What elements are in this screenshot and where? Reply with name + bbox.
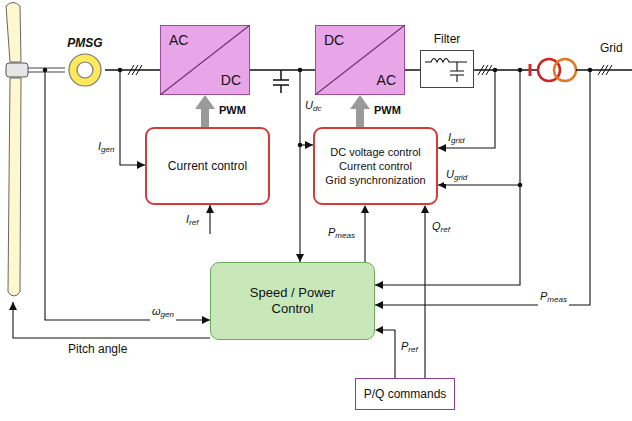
dc-link-capacitor [273, 70, 289, 93]
connector-line [405, 69, 420, 71]
connector-line [250, 69, 315, 71]
pwm-arrow [195, 95, 215, 127]
connector-line [201, 109, 209, 127]
signal-wire [120, 70, 145, 165]
box-text: Current control [168, 159, 247, 174]
annotation: Grid [598, 42, 625, 55]
signal-arrow [375, 326, 395, 378]
signal-name: Ugrid [444, 168, 469, 184]
turbine-blade [6, 3, 21, 63]
filter-label: Filter [434, 32, 461, 46]
converter-label: DC [324, 32, 344, 48]
transformer-winding [554, 59, 576, 81]
connector-line [105, 69, 160, 71]
turbine-blade [8, 78, 21, 296]
signal-wire [438, 184, 520, 185]
power-line [105, 70, 160, 71]
junction-dot [493, 68, 498, 73]
signal-name: Pmeas [538, 290, 569, 306]
connector-line [364, 213, 365, 262]
junction-dot [518, 68, 523, 73]
signal-name: Igen [96, 140, 116, 156]
power-line [576, 69, 632, 71]
arrow-head [375, 326, 383, 334]
signal-name: Qref [430, 220, 452, 236]
connector-line [383, 330, 395, 378]
generator-symbol: PMSG [65, 36, 105, 88]
junction-dot [43, 68, 48, 73]
converter-diagonal [160, 25, 250, 95]
pwm-label: PWM [372, 104, 403, 117]
converter-label: DC [221, 72, 241, 88]
arrow-head [350, 95, 370, 109]
filter-symbol [425, 59, 467, 83]
arrow-head [195, 95, 215, 109]
power-line [405, 70, 420, 71]
box-text: DC voltage control [330, 145, 421, 159]
signal-name: ωgen [150, 305, 176, 321]
converter-box: AC DC [160, 25, 250, 95]
connector-line [424, 213, 425, 378]
converter-label: AC [377, 72, 396, 88]
control-box: Speed / Power Control [210, 262, 375, 340]
junction-dot [588, 68, 593, 73]
filter-symbol [421, 51, 472, 86]
annotation: Pitch angle [66, 343, 129, 356]
turbine-hub [6, 63, 28, 77]
box-text: Current control [339, 159, 412, 173]
arrow-head [421, 205, 429, 213]
box-text: P/Q commands [364, 387, 447, 402]
shaft [28, 68, 65, 72]
filter-box: Filter [420, 32, 474, 90]
pwm-arrow [350, 95, 370, 127]
grid-breaker [529, 64, 532, 76]
pwm-label: PWM [217, 104, 248, 117]
signal-arrow [361, 205, 369, 262]
signal-arrow [421, 205, 429, 378]
signal-wire [13, 302, 210, 338]
signal-wire [299, 70, 300, 262]
junction-dot [518, 183, 523, 188]
signal-name: Udc [303, 99, 323, 115]
arrow-head [361, 205, 369, 213]
generator-symbol [65, 52, 105, 88]
power-line [250, 70, 315, 71]
signal-name: Pmeas [326, 226, 357, 242]
connector-line [356, 109, 364, 127]
power-line [474, 69, 538, 71]
converter-label: AC [169, 32, 188, 48]
signal-name: Pref [399, 340, 420, 356]
converter-diagonal [315, 25, 405, 95]
box-text: Grid synchronization [325, 173, 425, 187]
generator-rotor [77, 62, 93, 78]
control-box: Current control [145, 127, 270, 205]
junction-dot [298, 143, 303, 148]
generator-label: PMSG [67, 36, 102, 50]
generator-ring [69, 54, 101, 86]
signal-name: Igrid [446, 131, 466, 147]
signal-name: Iref [184, 213, 200, 229]
signal-wire [209, 205, 210, 234]
box-text: Speed / Power Control [237, 285, 349, 317]
control-box: DC voltage controlCurrent controlGrid sy… [313, 127, 438, 205]
command-box: P/Q commands [355, 378, 455, 410]
filter-box [420, 50, 474, 88]
converter-box: DC AC [315, 25, 405, 95]
